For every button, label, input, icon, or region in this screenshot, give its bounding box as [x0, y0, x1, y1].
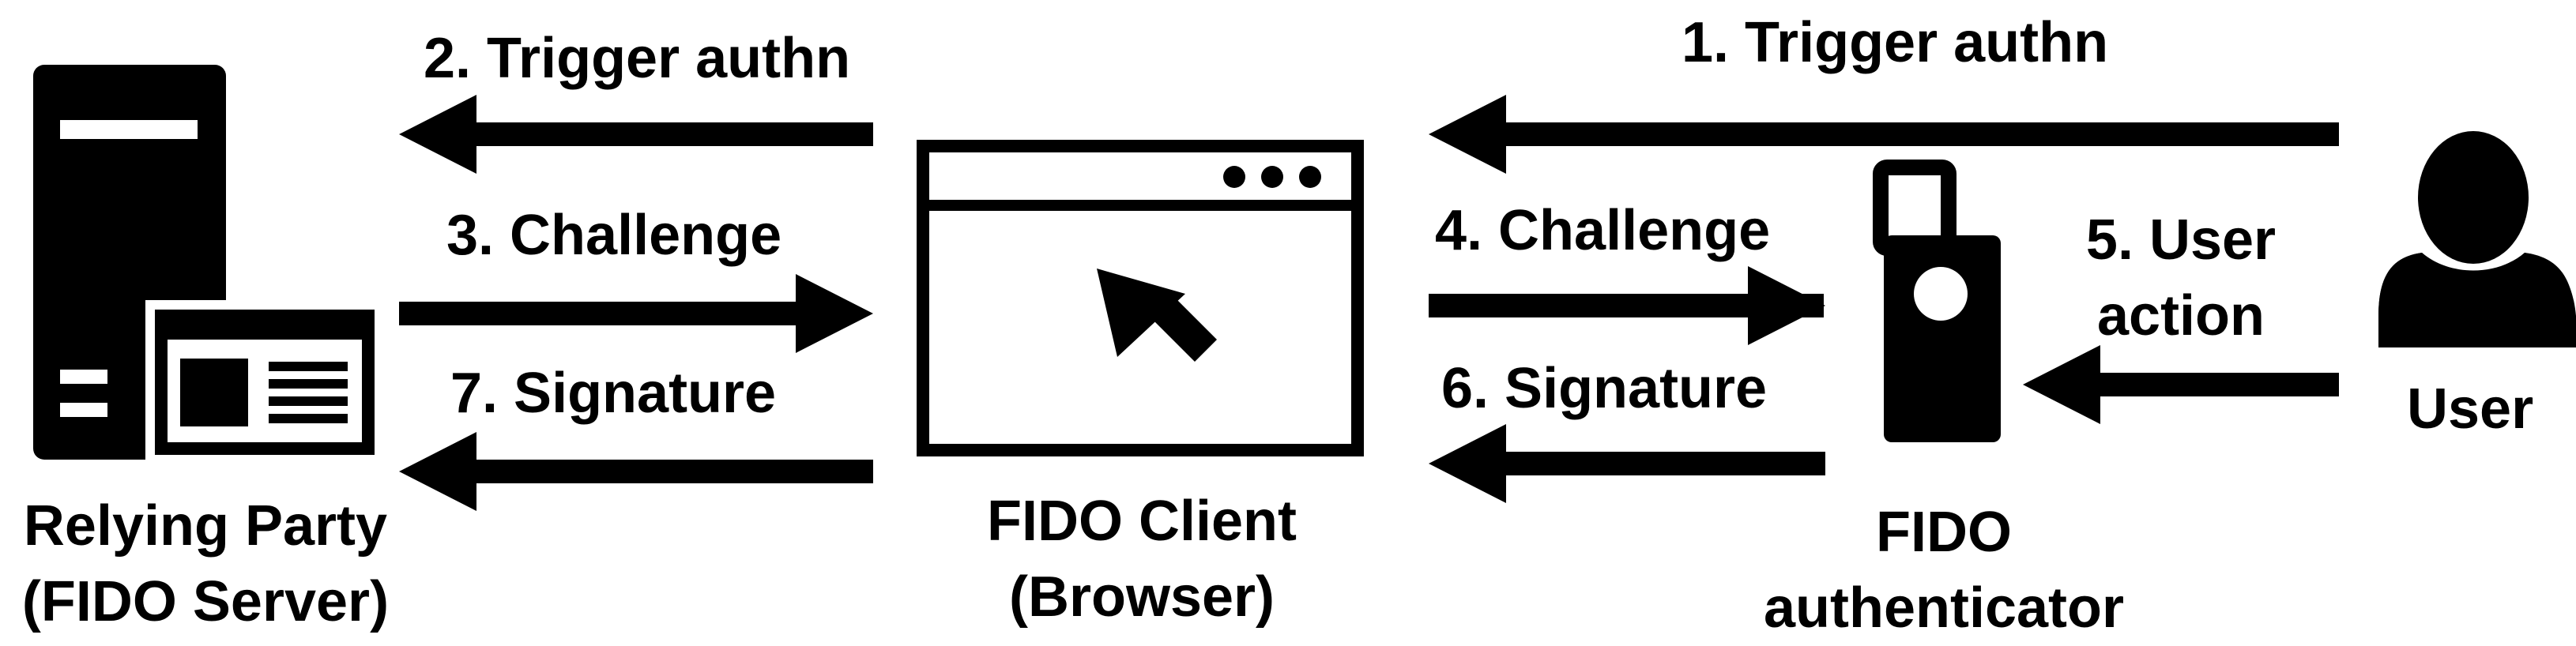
fido-client-line1: FIDO Client	[987, 490, 1297, 553]
step-5-label-line1: 5. User	[2085, 208, 2277, 272]
fido-client-label: FIDO Client (Browser)	[925, 483, 1359, 635]
server-icon	[33, 65, 384, 464]
relying-party-label: Relying Party (FIDO Server)	[0, 488, 411, 640]
arrow-step-4	[1429, 266, 1825, 345]
browser-window-icon	[917, 140, 1364, 456]
arrow-step-6	[1429, 424, 1825, 503]
step-5-label: 5. User action	[2054, 202, 2307, 354]
fido-authenticator-line1: FIDO	[1876, 501, 2012, 564]
relying-party-line2: (FIDO Server)	[21, 570, 390, 633]
step-7-label: 7. Signature	[450, 362, 777, 425]
arrow-step-3	[399, 274, 873, 353]
step-3-label: 3. Challenge	[446, 204, 782, 267]
step-4-label: 4. Challenge	[1435, 199, 1771, 262]
step-2-label: 2. Trigger authn	[424, 27, 851, 90]
step-1-label: 1. Trigger authn	[1682, 11, 2109, 74]
fido-authenticator-label: FIDO authenticator	[1731, 494, 2157, 646]
fido-authenticator-line2: authenticator	[1763, 577, 2125, 640]
step-6-label: 6. Signature	[1441, 357, 1768, 420]
security-key-icon	[1873, 160, 2001, 442]
user-icon	[2378, 131, 2576, 347]
user-label: User	[2407, 377, 2534, 441]
arrow-step-5	[2023, 345, 2339, 424]
arrow-step-7	[399, 432, 873, 511]
arrow-step-2	[399, 95, 873, 174]
step-5-label-line2: action	[2096, 284, 2265, 347]
relying-party-line1: Relying Party	[23, 494, 388, 558]
fido-client-line2: (Browser)	[1008, 565, 1275, 629]
arrow-step-1	[1429, 95, 2339, 174]
